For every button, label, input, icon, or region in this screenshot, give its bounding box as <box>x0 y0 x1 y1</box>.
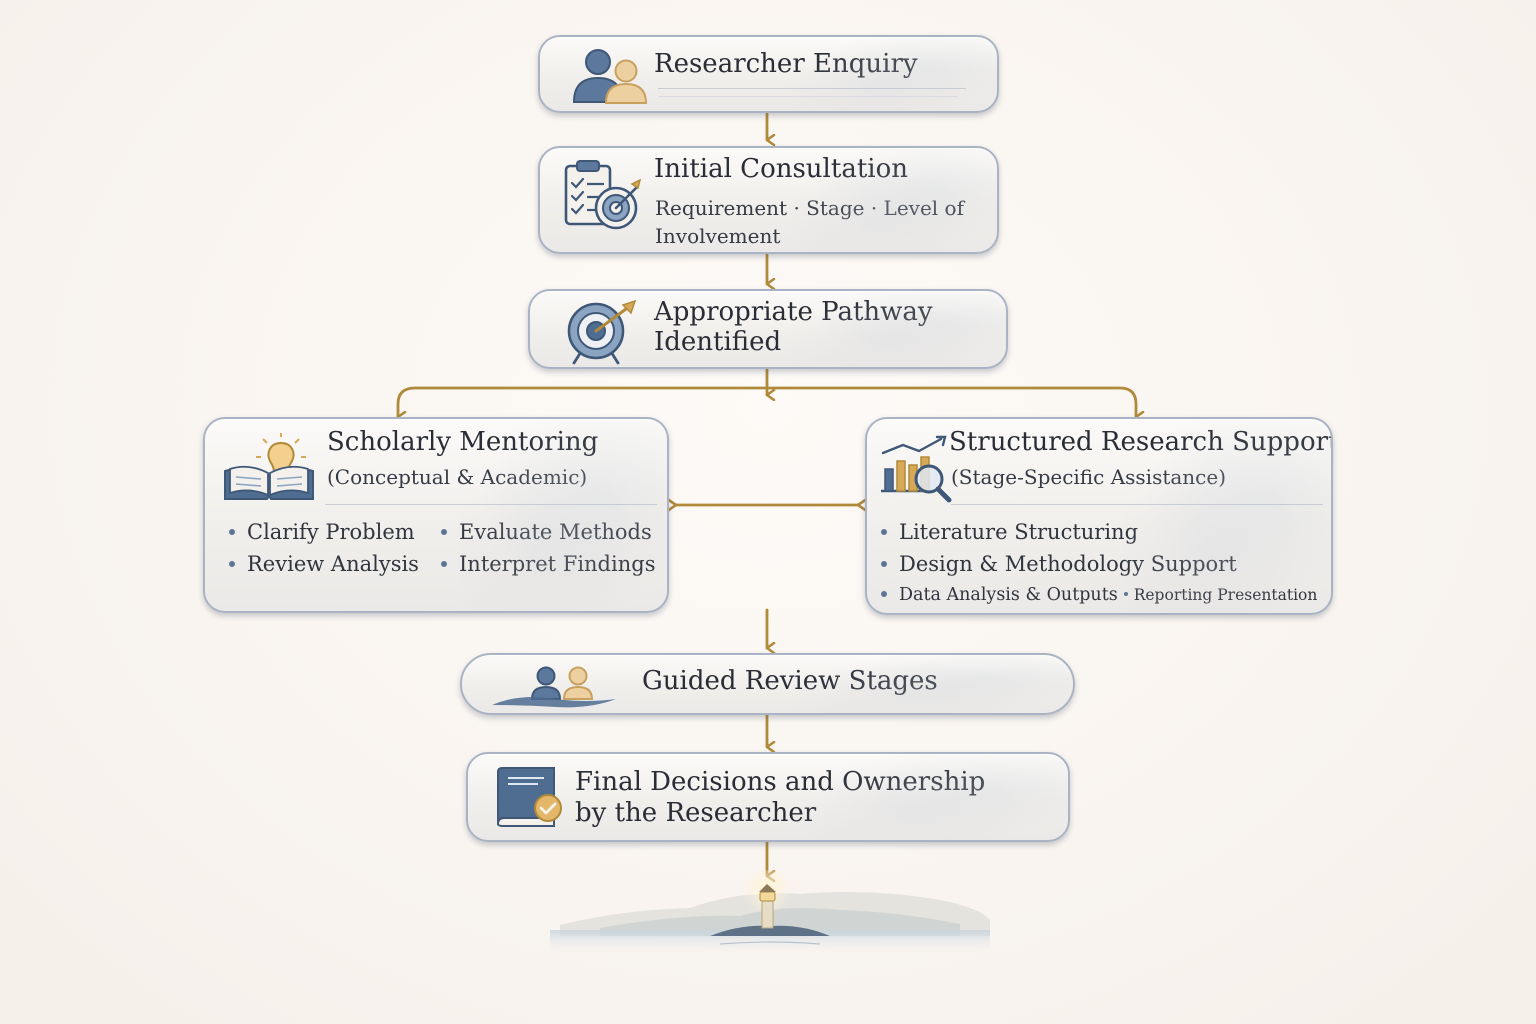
list-item: Literature Structuring <box>881 519 1138 545</box>
people-icon <box>572 49 648 104</box>
divider <box>658 88 966 89</box>
node-scholarly-mentoring: Scholarly Mentoring (Conceptual & Academ… <box>203 417 669 613</box>
node-subtitle: (Conceptual & Academic) <box>327 465 588 489</box>
bullet-dot <box>881 528 887 535</box>
chart-magnifier-icon <box>881 435 952 503</box>
node-title: Researcher Enquiry <box>654 49 918 79</box>
list-item: Evaluate Methods <box>441 519 652 545</box>
people-wave-icon <box>492 666 616 708</box>
list-item: Review Analysis <box>229 551 419 577</box>
list-item: Clarify Problem <box>229 519 415 545</box>
bullet-dot <box>881 560 887 567</box>
book-lightbulb-icon <box>224 433 314 500</box>
node-structured-support: Structured Research Support (Stage-Speci… <box>865 417 1333 615</box>
target-arrow-icon <box>567 299 637 365</box>
node-final-decisions: Final Decisions and Ownership by the Res… <box>466 752 1070 842</box>
separator-dot <box>1123 591 1128 596</box>
edge-pathway-to-mentoring <box>396 386 769 417</box>
divider <box>658 96 958 97</box>
node-appropriate-pathway: Appropriate Pathway Identified <box>528 289 1008 369</box>
list-item: Design & Methodology Support <box>881 551 1237 577</box>
node-title: Appropriate Pathway Identified <box>654 297 933 357</box>
lighthouse-illustration <box>550 870 990 954</box>
node-title: Final Decisions and Ownership by the Res… <box>575 767 986 828</box>
node-subtitle: (Stage-Specific Assistance) <box>951 465 1227 489</box>
node-title: Scholarly Mentoring <box>327 427 599 457</box>
bullet-dot <box>229 560 235 567</box>
list-item: Interpret Findings <box>441 551 655 577</box>
node-guided-review: Guided Review Stages <box>460 653 1075 715</box>
bullet-dot <box>229 528 235 535</box>
node-subtitle: Requirement · Stage · Level of Involveme… <box>655 196 964 248</box>
bullet-dot <box>441 560 447 567</box>
node-researcher-enquiry: Researcher Enquiry <box>538 35 999 113</box>
book-check-icon <box>496 767 562 827</box>
bullet-dot <box>881 590 887 597</box>
divider <box>325 504 657 505</box>
node-title: Guided Review Stages <box>642 666 938 696</box>
node-title: Structured Research Support <box>949 427 1333 457</box>
node-initial-consultation: Initial Consultation Requirement · Stage… <box>538 146 999 254</box>
divider <box>951 504 1323 505</box>
clipboard-target-icon <box>564 160 642 230</box>
edge-pathway-to-support <box>765 386 1136 417</box>
bullet-dot <box>441 528 447 535</box>
node-title: Initial Consultation <box>654 154 908 184</box>
